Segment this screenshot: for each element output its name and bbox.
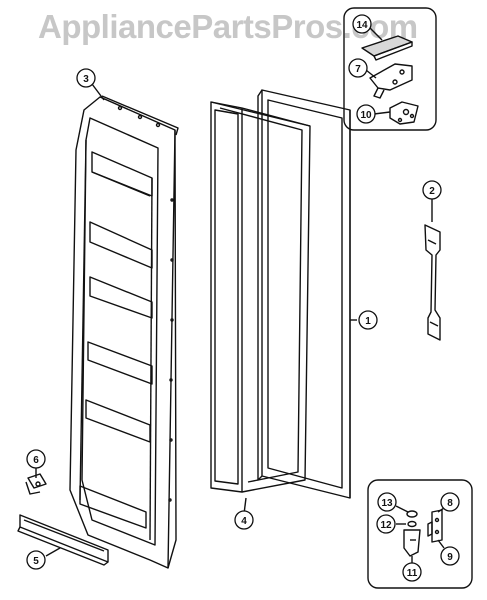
callout-11	[402, 562, 422, 582]
callout-14	[352, 14, 372, 34]
label-4: 4	[241, 516, 247, 527]
label-6: 6	[33, 455, 39, 466]
callout-7	[348, 58, 368, 78]
label-12: 12	[380, 520, 392, 531]
door-panel	[257, 89, 351, 499]
callout-10	[356, 104, 376, 124]
label-7: 7	[355, 64, 361, 75]
lower-hinge-inset	[367, 479, 473, 589]
callout-9	[440, 546, 460, 566]
door-handle	[424, 224, 441, 341]
callout-8	[440, 492, 460, 512]
label-10: 10	[360, 110, 372, 121]
callout-5	[26, 550, 46, 570]
label-8: 8	[447, 498, 453, 509]
leader-5	[45, 547, 61, 557]
toe-grille	[17, 514, 109, 566]
callout-2	[422, 180, 442, 200]
inner-door-liner	[69, 95, 179, 569]
door-gasket	[210, 101, 311, 493]
label-14: 14	[356, 20, 368, 31]
callout-13	[377, 492, 397, 512]
label-9: 9	[447, 552, 453, 563]
label-1: 1	[365, 316, 371, 327]
label-5: 5	[33, 556, 39, 567]
callout-4	[234, 510, 254, 530]
label-3: 3	[83, 74, 89, 85]
leader-3	[91, 83, 105, 101]
label-11: 11	[407, 568, 418, 579]
callout-3	[76, 68, 96, 88]
label-2: 2	[429, 186, 435, 197]
callout-6	[26, 449, 46, 469]
label-13: 13	[381, 498, 393, 509]
upper-hinge-inset	[343, 7, 437, 131]
callout-12	[376, 514, 396, 534]
callout-1	[358, 310, 378, 330]
